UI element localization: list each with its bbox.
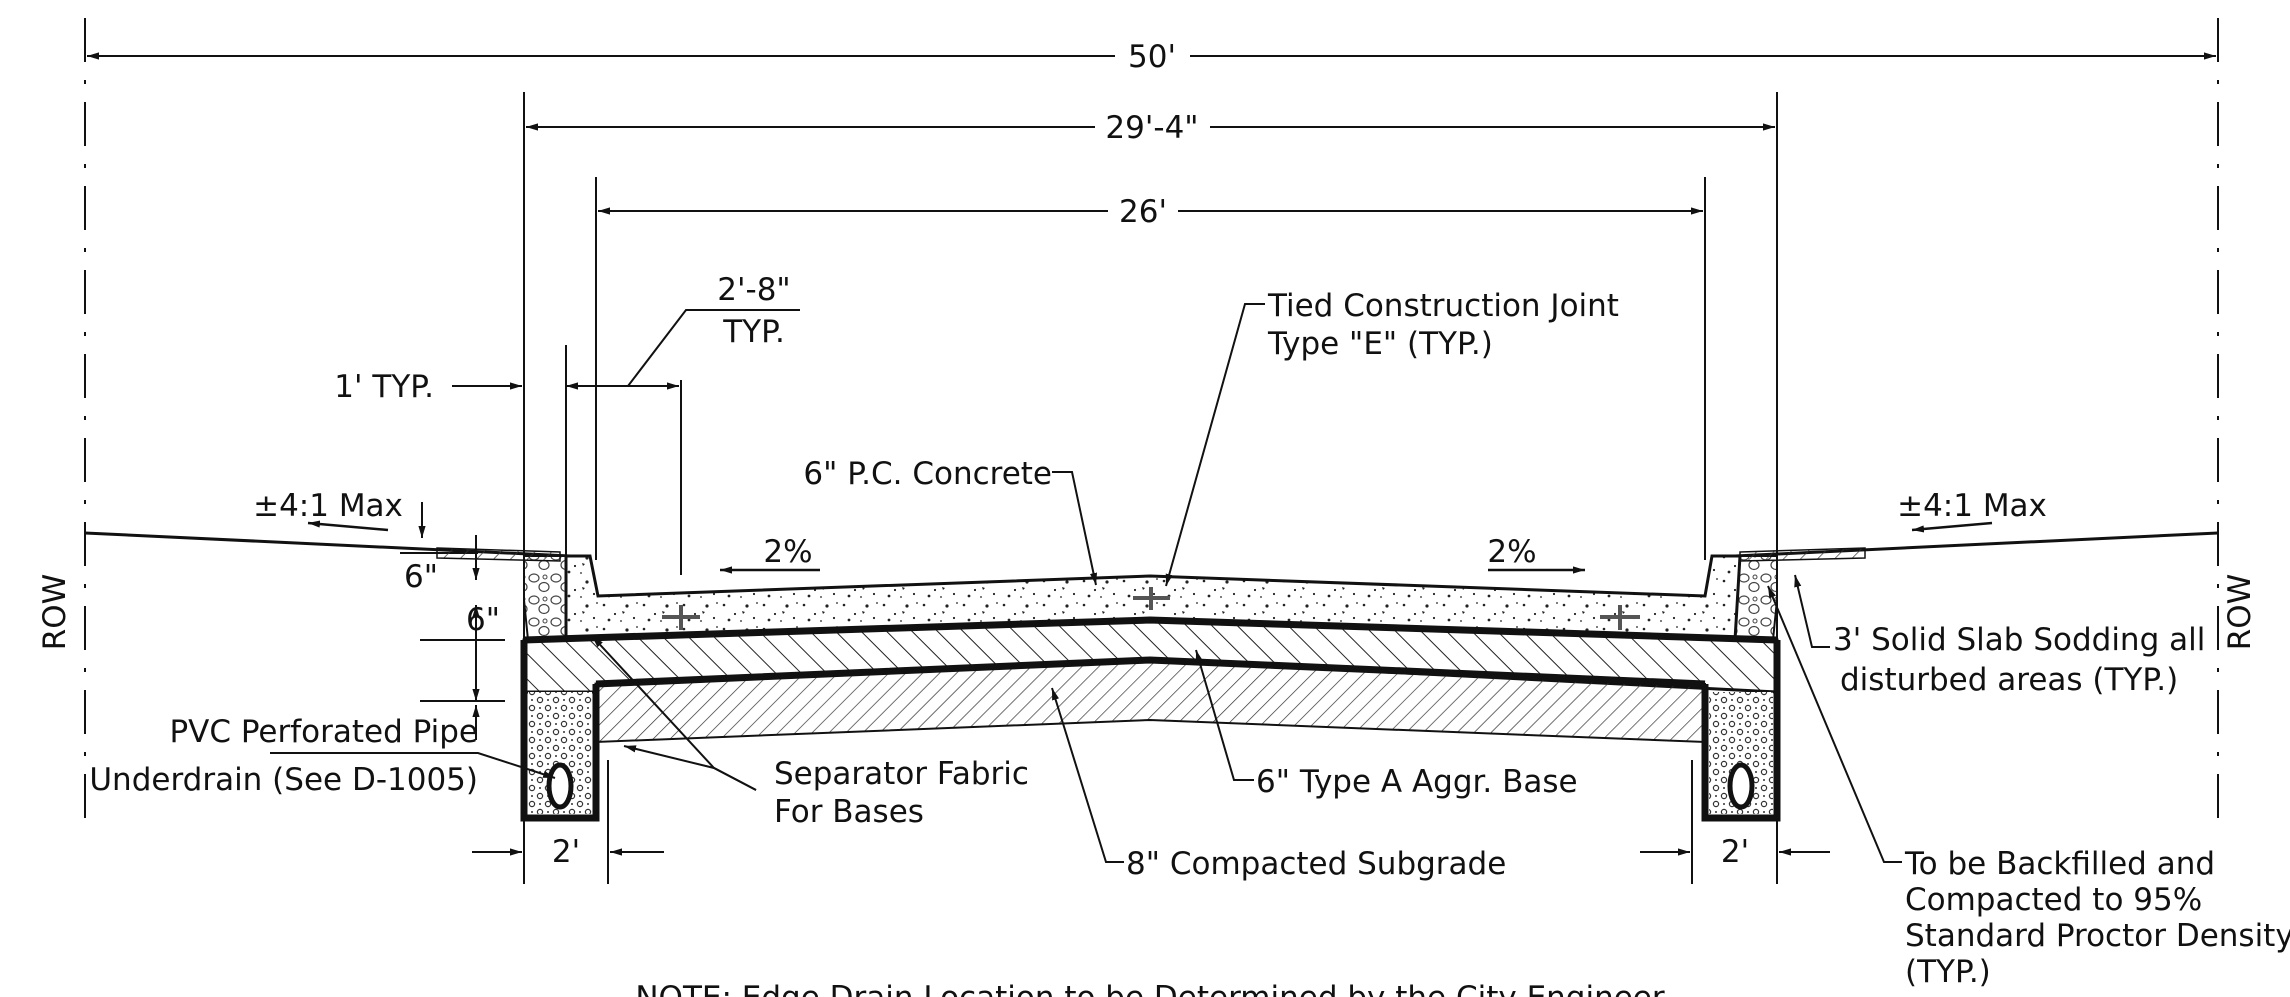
label-backfill-1: To be Backfilled and	[1904, 846, 2215, 882]
row-right: ROW	[2222, 574, 2258, 651]
slope-cross-left: 2%	[763, 534, 812, 570]
edge-drains	[528, 692, 1773, 814]
slope-arrows	[307, 520, 1993, 574]
label-aggr-base: 6" Type A Aggr. Base	[1256, 764, 1578, 800]
dim-depth-lower: 6"	[466, 602, 500, 638]
row-lines	[84, 18, 2219, 825]
dim-depth-upper: 6"	[404, 559, 438, 595]
dim-drain-right: 2'	[1721, 834, 1749, 870]
leader-lines	[270, 303, 1902, 863]
label-tied-joint-1: Tied Construction Joint	[1267, 288, 1619, 324]
label-fabric-1: Separator Fabric	[774, 756, 1029, 792]
label-concrete: 6" P.C. Concrete	[803, 456, 1052, 492]
label-sodding-1: 3' Solid Slab Sodding all	[1833, 622, 2205, 658]
slope-labels: ±4:1 Max ±4:1 Max 2% 2%	[253, 488, 2047, 570]
label-fabric-2: For Bases	[774, 794, 924, 830]
callout-labels: Tied Construction Joint Type "E" (TYP.) …	[89, 288, 2290, 990]
row-labels: ROW ROW	[37, 574, 2258, 651]
label-backfill-4: (TYP.)	[1905, 954, 1991, 990]
separator-fabric	[520, 616, 1781, 822]
label-subgrade: 8" Compacted Subgrade	[1126, 846, 1506, 882]
dim-gutter-typ: TYP.	[722, 314, 785, 350]
drawing-note: NOTE: Edge Drain Location to be Determin…	[635, 980, 1665, 997]
dim-overall: 50'	[1128, 39, 1176, 75]
slope-right-side: ±4:1 Max	[1897, 488, 2047, 524]
dim-pavement: 26'	[1119, 194, 1167, 230]
slope-cross-right: 2%	[1487, 534, 1536, 570]
label-pipe-1: PVC Perforated Pipe	[169, 714, 478, 750]
dim-drain-left: 2'	[552, 834, 580, 870]
slope-left-side: ±4:1 Max	[253, 488, 403, 524]
dim-gutter-top: 2'-8"	[717, 272, 790, 308]
joint-markers	[662, 587, 1640, 630]
label-backfill-2: Compacted to 95%	[1905, 882, 2202, 918]
label-backfill-3: Standard Proctor Density	[1905, 918, 2290, 954]
label-tied-joint-2: Type "E" (TYP.)	[1267, 326, 1493, 362]
dim-curb-offset: 1' TYP.	[334, 369, 434, 405]
dimension-labels: 50' 29'-4" 26' 2'-8" TYP. 1' TYP. 6" 6" …	[334, 36, 1749, 870]
label-pipe-2: Underdrain (See D-1005)	[89, 762, 478, 798]
row-left: ROW	[37, 574, 73, 651]
dim-curb-back: 29'-4"	[1105, 110, 1198, 146]
label-sodding-2: disturbed areas (TYP.)	[1840, 662, 2178, 698]
dimension-lines	[87, 52, 2216, 856]
